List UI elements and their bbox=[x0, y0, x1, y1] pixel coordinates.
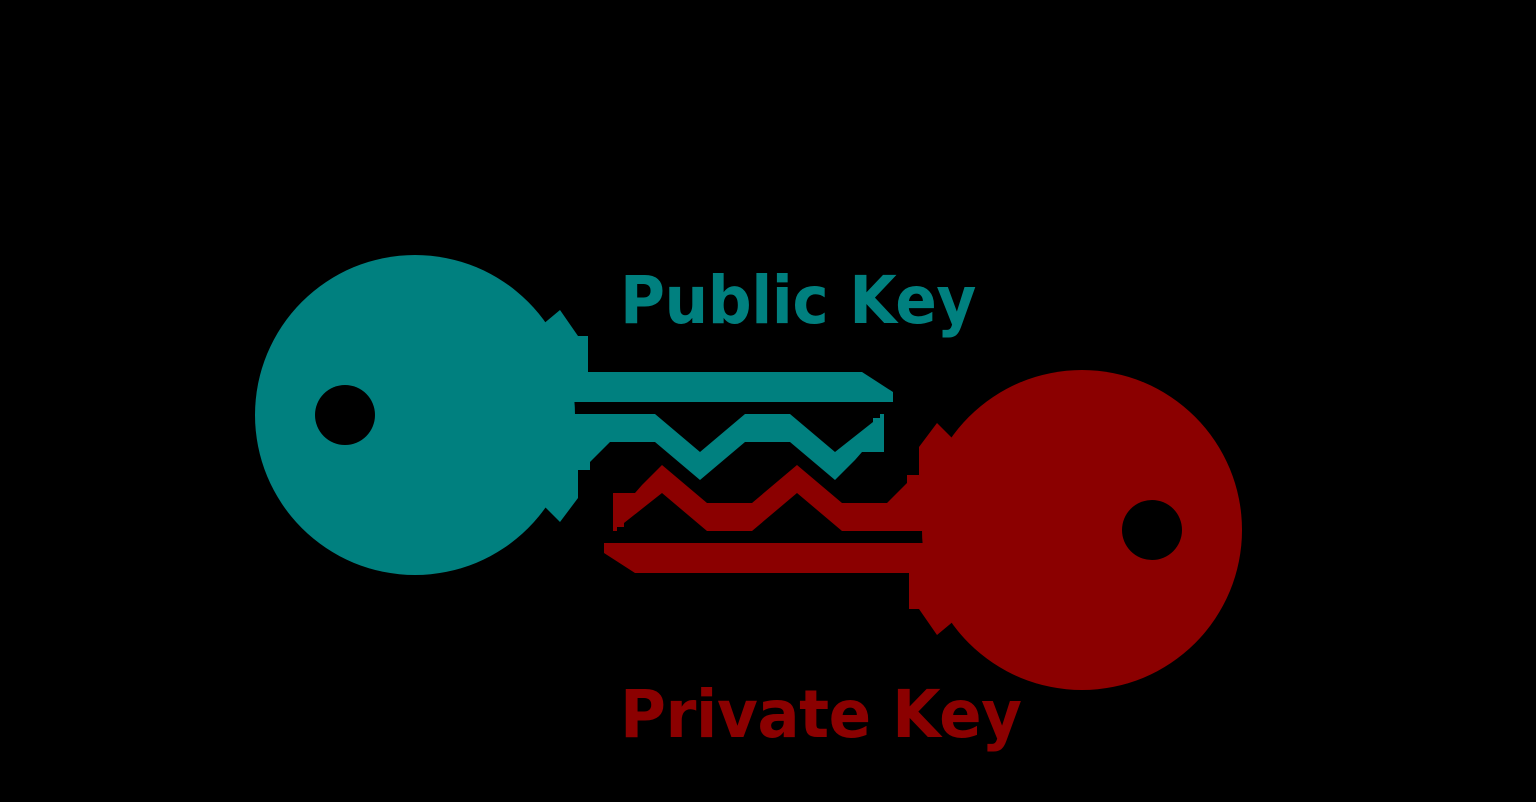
private-key-shaft-and-blade bbox=[604, 423, 997, 635]
public-key-bow bbox=[255, 255, 575, 575]
public-key-graphic bbox=[255, 255, 893, 575]
private-key-bow bbox=[922, 370, 1242, 690]
public-key-label: Public Key bbox=[620, 262, 976, 339]
public-key-hole bbox=[315, 385, 375, 445]
private-key-graphic bbox=[604, 370, 1242, 690]
private-key-label: Private Key bbox=[620, 676, 1022, 753]
private-key-body bbox=[604, 370, 1242, 690]
private-key-hole bbox=[1122, 500, 1182, 560]
public-key-body bbox=[255, 255, 893, 575]
public-key-shaft-and-blade bbox=[500, 310, 893, 522]
